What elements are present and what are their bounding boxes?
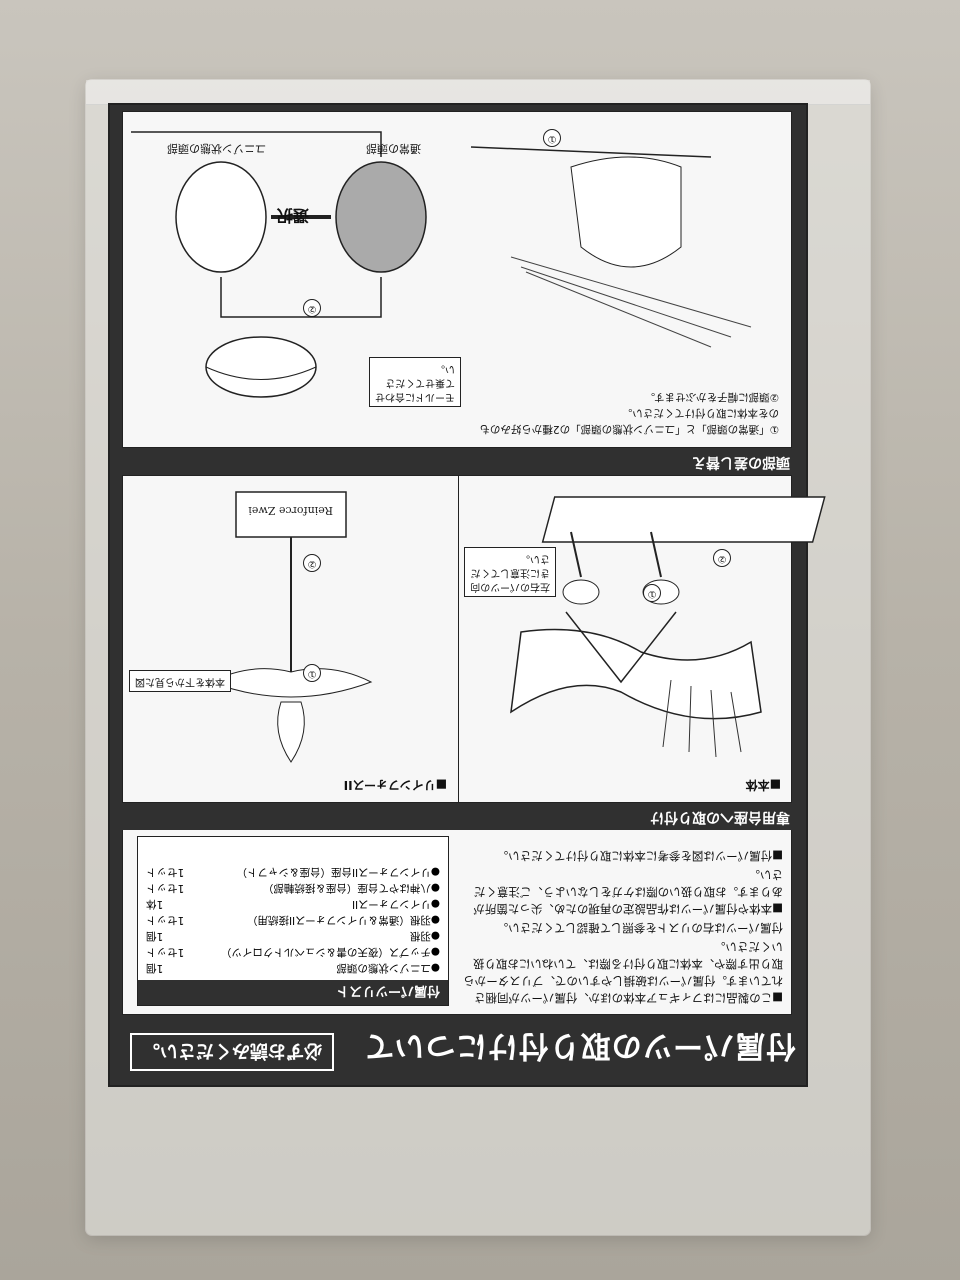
instruction-sheet-rotated: 付属パーツの取り付けについて 必ずお読みください。 ■この製品にはフィギュア本体… [110,105,826,1085]
part-qty: 1セット [146,866,185,878]
panel-divider [458,476,459,802]
step-marker: ① [643,584,661,602]
head-note: ①「通常の頭部」と「ユニゾン状態の頭部」の2種から好みのものを本体に取り付けてく… [479,407,779,435]
part-name: ●ユニゾン状態の頭部 [336,962,440,974]
part-name: ●羽根（通常＆リインフォースII接続用） [246,914,440,926]
intro-paragraph: ■この製品にはフィギュア本体のほか、付属パーツが同梱されています。付属パーツは破… [463,940,783,1005]
part-qty: 1セット [146,914,185,926]
intro-panel: ■この製品にはフィギュア本体のほか、付属パーツが同梱されています。付属パーツは破… [122,828,792,1015]
list-item: ●ユニゾン状態の頭部 1個 [146,960,440,976]
callout-view-from-below: 本体を下から見た図 [129,670,231,692]
head-unison-caption: ユニゾン状態の頭部 [167,142,266,155]
figure-illustration [470,146,752,348]
part-name: ●チップス（夜天の書＆シュベルトクロイツ） [220,946,440,958]
part-name: ●リインフォースII台座（台座＆シャフト） [236,866,440,878]
parts-list-title: 付属パーツリスト [138,980,448,1005]
stand-panel: ■本体 ■リインフォースII ① ② 左右のパーツの向きに注意してください。 [122,475,826,803]
list-item: ●リインフォースII 1体 [146,896,440,912]
reinforce-illustration [209,491,373,763]
section-head-header: 頭部の差し替え [110,449,806,475]
list-item: ●チップス（夜天の書＆シュベルトクロイツ） 1セット [146,944,440,960]
part-name: ●リインフォースII [351,898,440,910]
list-item: ●羽根（通常＆リインフォースII接続用） 1セット [146,912,440,928]
intro-text: ■この製品にはフィギュア本体のほか、付属パーツが同梱されています。付属パーツは破… [463,845,783,1006]
part-name: ●八神はやて台座（台座＆接続軸部） [262,882,440,894]
sleeve-seal [86,80,870,105]
list-item: ●羽根 1個 [146,928,440,944]
part-name: ●羽根 [409,930,440,942]
step-marker: ② [713,549,731,567]
head-options-illustration [131,131,427,398]
part-qty: 1個 [146,930,164,942]
part-qty: 1体 [146,898,164,910]
main-body-label: ■本体 [745,778,781,792]
intro-paragraph: ■本体や付属パーツは作品設定の再現のため、尖った箇所があります。お取り扱いの際は… [473,868,783,916]
base-brand-label: Reinforce Zwei [248,504,333,517]
part-qty: 1セット [146,882,185,894]
parts-list-box: 付属パーツリスト ●ユニゾン状態の頭部 1個 ●チップス（夜天の書＆シュベルトクロ… [137,836,449,1006]
step-marker: ① [303,664,321,682]
callout-hat: モールドに合わせて乗せてください。 [369,357,461,407]
intro-paragraph: ■付属パーツは図を参考に本体に取り付けてください。 [496,849,783,863]
step-marker: ① [543,129,561,147]
step-marker: ② [303,299,321,317]
main-body-illustration [510,496,826,758]
step-marker: ② [303,554,321,572]
must-read-badge: 必ずお読みください。 [130,1033,334,1071]
title-bar: 付属パーツの取り付けについて 必ずお読みください。 [110,1017,806,1085]
list-item: ●八神はやて台座（台座＆接続軸部） 1セット [146,880,440,896]
callout-left-right: 左右のパーツの向きに注意してください。 [464,547,556,597]
main-title: 付属パーツの取り付けについて [363,1028,797,1063]
intro-paragraph: 付属パーツは右のリストを参照して確認してください。 [496,921,783,935]
part-qty: 1セット [146,946,185,958]
head-notes: ①「通常の頭部」と「ユニゾン状態の頭部」の2種から好みのものを本体に取り付けてく… [479,389,779,437]
section-stand-header: 専用台座への取り付け [110,804,806,830]
reinforce-label: ■リインフォースII [343,778,447,792]
select-label: 選択 [276,206,309,225]
head-note: ②頭部に帽子をかぶせます。 [644,391,779,403]
parts-list: ●ユニゾン状態の頭部 1個 ●チップス（夜天の書＆シュベルトクロイツ） 1セット ●… [138,864,448,976]
head-panel: ①「通常の頭部」と「ユニゾン状態の頭部」の2種から好みのものを本体に取り付けてく… [122,111,792,448]
list-item: ●リインフォースII台座（台座＆シャフト） 1セット [146,864,440,880]
head-normal-caption: 通常の頭部 [366,142,421,155]
instruction-sheet: 付属パーツの取り付けについて 必ずお読みください。 ■この製品にはフィギュア本体… [108,103,826,1087]
part-qty: 1個 [146,962,164,974]
